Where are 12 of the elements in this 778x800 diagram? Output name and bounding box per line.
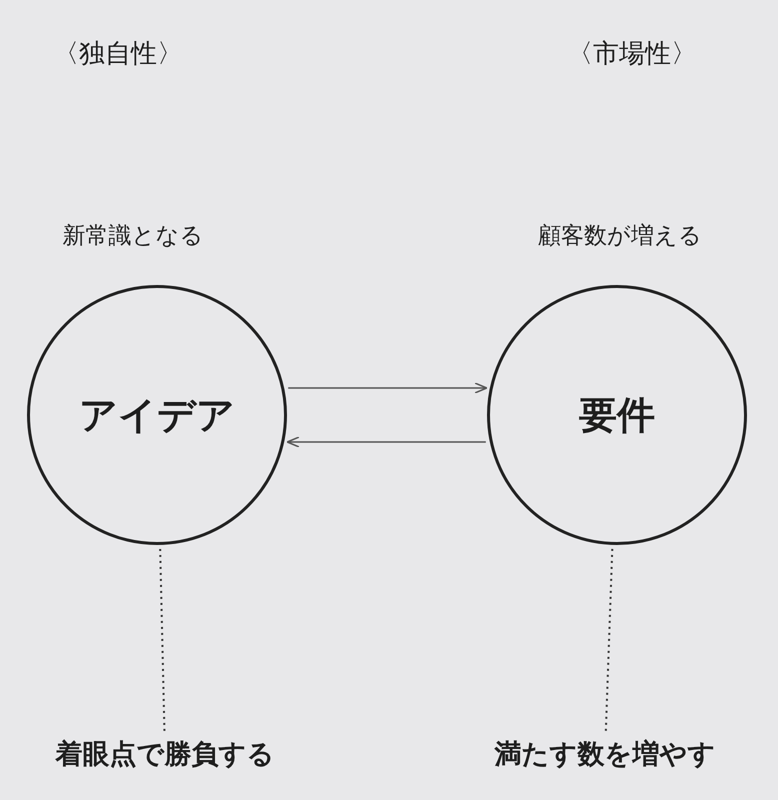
- caption-text: 新常識となる: [62, 222, 204, 251]
- heading: 〈市場性〉: [567, 38, 697, 71]
- caption-text: 顧客数が増える: [538, 222, 702, 251]
- circle: アイデア: [27, 285, 287, 545]
- circle: 要件: [487, 285, 747, 545]
- leader-line: [159, 548, 166, 732]
- arrow: [288, 382, 488, 394]
- heading: 〈独自性〉: [53, 38, 183, 71]
- arrow: [286, 436, 486, 448]
- leader-line: [604, 548, 614, 732]
- text-label: 満たす数を増やす: [494, 735, 716, 775]
- text-label: 着眼点で勝負する: [56, 735, 274, 775]
